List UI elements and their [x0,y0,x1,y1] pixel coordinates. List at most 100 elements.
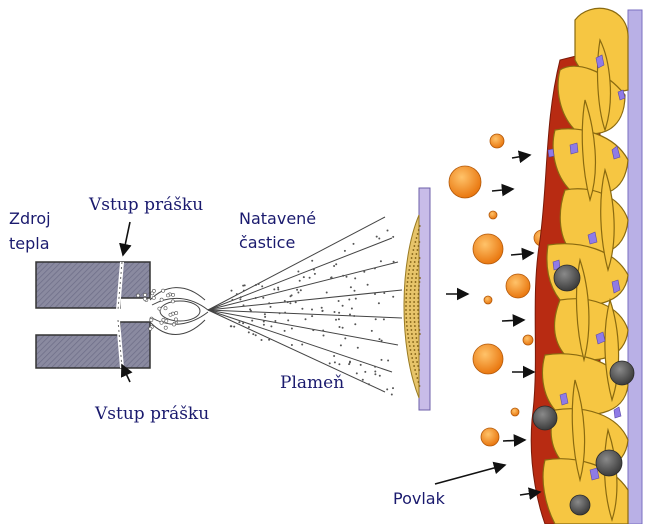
plume-dot [273,288,275,290]
plume-dot [284,312,286,314]
mound-dot [415,281,417,283]
mound-dot [419,257,421,259]
mound-dot [415,357,417,359]
label-heat-source-line1: Zdroj [9,209,51,229]
mound-dot [407,333,409,335]
mound-dot [417,297,419,299]
plume-dot [314,273,316,275]
mound-dot [406,289,408,291]
plume-dot [392,296,394,298]
mound-dot [409,297,411,299]
mound-dot [412,361,414,363]
mound-dot [417,313,419,315]
plume-dot [172,323,175,326]
plume-dot [284,300,286,302]
substrate-plate [404,188,430,410]
mound-dot [418,325,420,327]
plume-dot [348,299,350,301]
plume-dot [164,307,167,310]
plume-dot [321,307,323,309]
plume-dot [360,364,362,366]
plume-dot [297,292,299,294]
particle [506,274,530,298]
mound-dot [417,265,419,267]
plume-dot [363,271,365,273]
plume-dot [262,297,264,299]
plume-dot [374,267,376,269]
coating-structure [531,8,642,524]
plume-dot [248,331,250,333]
mound-dot [418,293,420,295]
plume-dot [326,292,328,294]
plume-dot [380,260,382,262]
plume-dot [313,269,315,271]
plume-dot [374,366,376,368]
mound-dot [413,301,415,303]
mound-dot [409,309,411,311]
plume-dot [323,335,325,337]
mound-dot [405,317,407,319]
mound-dot [417,305,419,307]
plume-dot [263,324,265,326]
mound-dot [412,337,414,339]
mound-dot [411,277,413,279]
plume-dot [301,308,303,310]
mound-dot [418,353,420,355]
mound-dot [418,381,420,383]
plume-dot [149,327,152,330]
mound-dot [418,321,420,323]
plume-dot [374,373,376,375]
plume-dot [175,311,178,314]
plume-dot [152,296,155,299]
mound-dot [416,253,418,255]
mound-dot [418,245,420,247]
plume-dot [354,277,356,279]
mound-dot [419,333,421,335]
plume-dot [387,230,389,232]
plume-dot [353,315,355,317]
mound-dot [407,277,409,279]
mound-dot [412,341,414,343]
plume-dot [342,327,344,329]
plume-dot [355,298,357,300]
plume-dot [301,344,303,346]
plume-dot [362,379,364,381]
mound-dot [412,269,414,271]
plume-dot [174,318,177,321]
mound-dot [417,233,419,235]
mound-dot [411,281,413,283]
plume-dot [160,298,163,301]
plume-dot [137,294,140,297]
plume-dot [291,344,293,346]
label-molten-particles-line2: častice [239,233,295,253]
mound-dot [419,385,421,387]
plume-dot [303,276,305,278]
plume-dot [252,333,254,335]
mound-dot [410,261,412,263]
mound-dot [414,349,416,351]
label-molten-particles-line1: Natavené [239,209,316,229]
plume-dot [334,361,336,363]
plume-dot [374,293,376,295]
mound-dot [415,241,417,243]
mound-dot [413,313,415,315]
plume-dot [344,250,346,252]
plume-dot [231,290,233,292]
mound-dot [419,241,421,243]
mound-dot [419,225,421,227]
plume-dot [322,330,324,332]
plume-dot [386,388,388,390]
mound-dot [418,369,420,371]
plume-dot [334,311,336,313]
arrow-icon [503,440,525,441]
plume-dot [381,359,383,361]
mound-dot [405,297,407,299]
mound-dot [417,317,419,319]
plume-dot [354,323,356,325]
mound-dot [416,341,418,343]
mound-dot [410,325,412,327]
mound-dot [413,345,415,347]
plume-dot [374,371,376,373]
mound-dot [417,365,419,367]
mound-dot [407,281,409,283]
